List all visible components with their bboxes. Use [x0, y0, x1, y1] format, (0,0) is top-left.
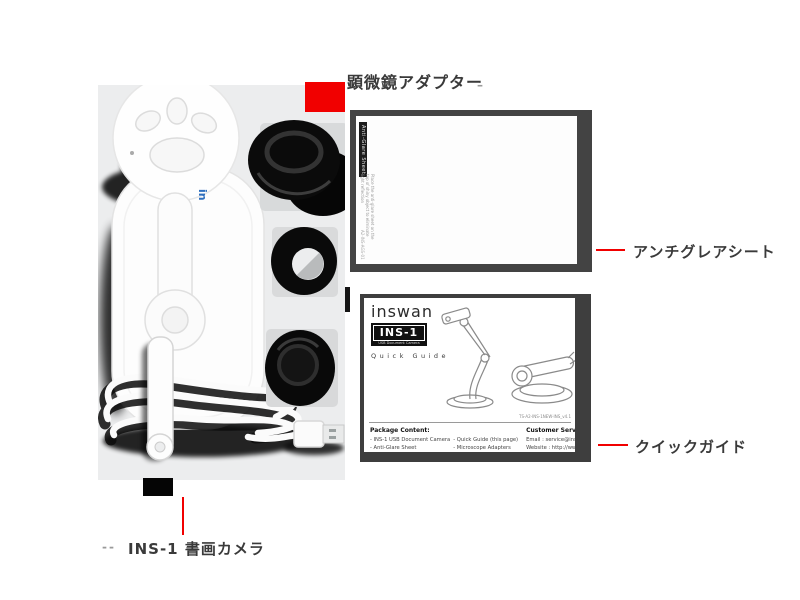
package-item: - Microscope Adapters [453, 445, 511, 452]
microscope-adapter-3 [265, 329, 338, 407]
model-name: INS-1 [373, 325, 425, 341]
package-photo: in [98, 74, 361, 480]
inswan-brand-logo: inswan [371, 302, 433, 321]
package-item: - Anti-Glare Sheet [370, 445, 417, 452]
guide-title: Quick Guide [371, 352, 450, 361]
paw-print-icon [135, 97, 218, 173]
callout-line-sheet [596, 249, 625, 251]
package-content-heading: Package Content: [370, 427, 430, 434]
microscope-adapter-1 [248, 120, 361, 216]
red-marker-square [305, 82, 345, 112]
package-content-section: Package Content: - INS-1 USB Document Ca… [370, 427, 519, 452]
package-photo-art: in [98, 74, 361, 480]
guide-divider [369, 422, 571, 423]
service-email: Email : service@inswan.com [526, 437, 590, 443]
registration-mark [345, 287, 350, 312]
label-anti-glare-sheet: アンチグレアシート [633, 243, 776, 261]
microscope-adapter-2 [271, 227, 338, 297]
guide-header: inswan INS-1 USB Document Camera Quick G… [371, 302, 450, 361]
sheet-code: A2-INS-AGS-01 [360, 230, 365, 260]
model-subtitle: USB Document Camera [378, 340, 420, 345]
model-badge: INS-1 USB Document Camera [371, 323, 427, 347]
camera-clip-shadow [143, 478, 173, 496]
camera-clip [142, 336, 174, 461]
guide-doc-code: TS-A2-INS-1NEW-INS_v4.1 [519, 414, 571, 419]
anti-glare-sheet: Anti-Glare Sheet Place the anti-glare sh… [350, 110, 592, 272]
callout-line-camera [182, 497, 184, 535]
led-dot [130, 151, 134, 155]
label-camera-dash: -- [102, 540, 116, 554]
service-website: Website : http://www.inswan.com [526, 445, 590, 452]
guide-footer: Package Content: - INS-1 USB Document Ca… [370, 427, 575, 452]
label-microscope-adapter: 顕微鏡アダプター [347, 73, 484, 92]
sheet-note: Place the anti-glare sheet on the top of… [360, 174, 375, 240]
label-quick-guide: クイックガイド [635, 438, 748, 456]
camera-head [112, 74, 240, 202]
package-item: - INS-1 USB Document Camera [370, 437, 451, 443]
usb-connector [293, 420, 345, 448]
customer-service-section: Customer Service Email : service@inswan.… [526, 427, 590, 452]
customer-service-heading: Customer Service [526, 427, 586, 434]
camera-line-drawings [441, 307, 575, 409]
package-item: - Quick Guide (this page) [453, 437, 519, 443]
inswan-logo-on-base: in [196, 189, 209, 201]
camera-arm [144, 192, 206, 351]
quick-guide-card: inswan INS-1 USB Document Camera Quick G… [360, 294, 591, 462]
callout-line-guide [598, 444, 628, 446]
label-adapter-dash: – [477, 78, 483, 92]
label-ins1-camera: INS-1 書画カメラ [128, 540, 265, 558]
sheet-badge: Anti-Glare Sheet [359, 122, 367, 178]
